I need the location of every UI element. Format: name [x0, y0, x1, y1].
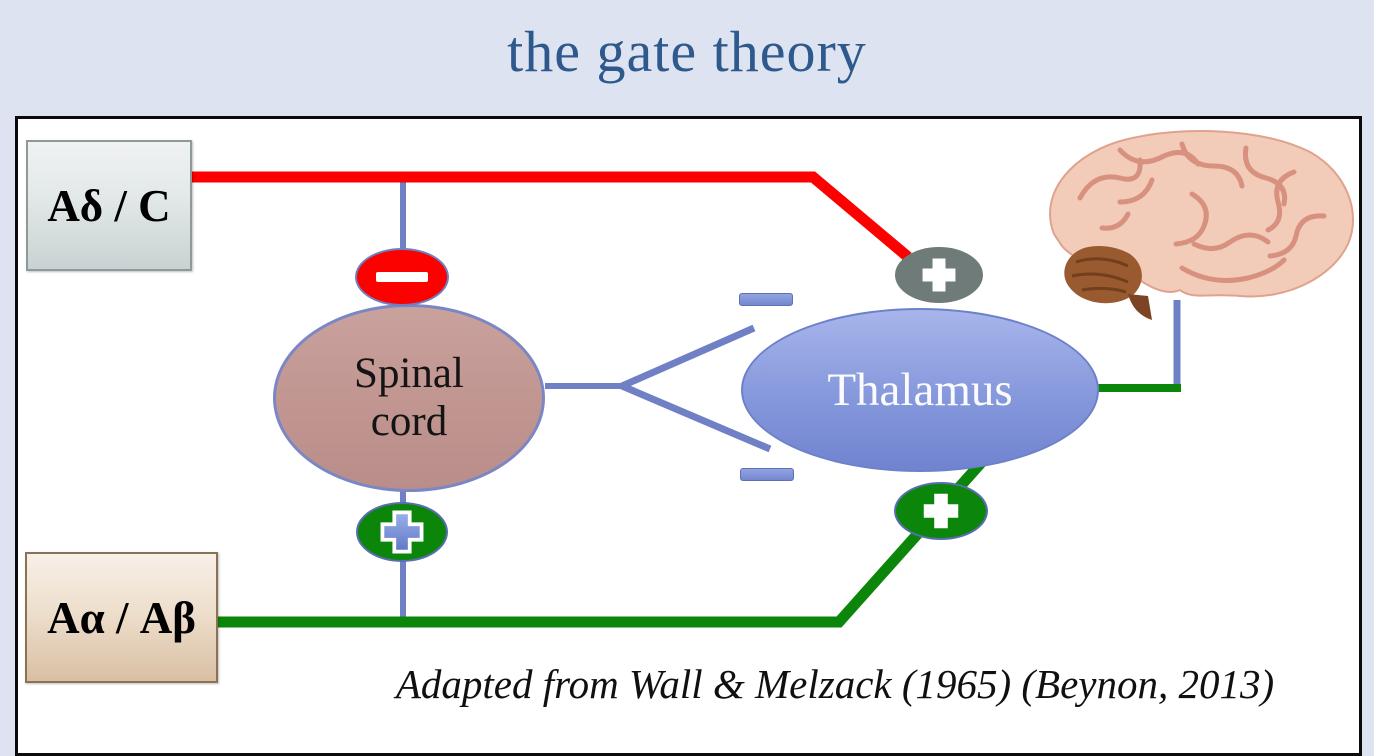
node-spinal-cord: Spinal cord — [273, 304, 545, 492]
thalamus-bottom-excitation-sign — [894, 482, 988, 540]
a-delta-c-label: Aδ / C — [47, 180, 171, 231]
plus-icon — [922, 258, 956, 292]
node-a-alpha-beta-fibers: Aα / Aβ — [25, 552, 218, 683]
minus-icon — [376, 272, 428, 282]
node-a-delta-c-fibers: Aδ / C — [26, 140, 192, 271]
spinal-inhibition-sign — [355, 248, 449, 306]
spinal-excitation-sign — [356, 502, 448, 562]
thalamus-label: Thalamus — [827, 364, 1013, 416]
node-thalamus: Thalamus — [741, 308, 1099, 472]
page-title: the gate theory — [507, 19, 867, 84]
green-pathway-line — [217, 450, 994, 628]
thalamus-top-excitation-sign — [895, 247, 983, 303]
thalamus-lower-inhibition-sign — [740, 468, 794, 481]
plus-icon — [380, 510, 424, 554]
thalamus-upper-inhibition-sign — [739, 293, 793, 306]
red-pathway-line — [192, 171, 912, 262]
spinal-cord-label-line1: Spinal — [354, 349, 464, 397]
brain-icon — [1049, 130, 1354, 320]
plus-icon — [923, 493, 959, 529]
a-alpha-beta-label: Aα / Aβ — [47, 592, 196, 643]
spinal-cord-label-line2: cord — [370, 398, 448, 445]
source-caption: Adapted from Wall & Melzack (1965) (Beyn… — [395, 661, 1275, 707]
